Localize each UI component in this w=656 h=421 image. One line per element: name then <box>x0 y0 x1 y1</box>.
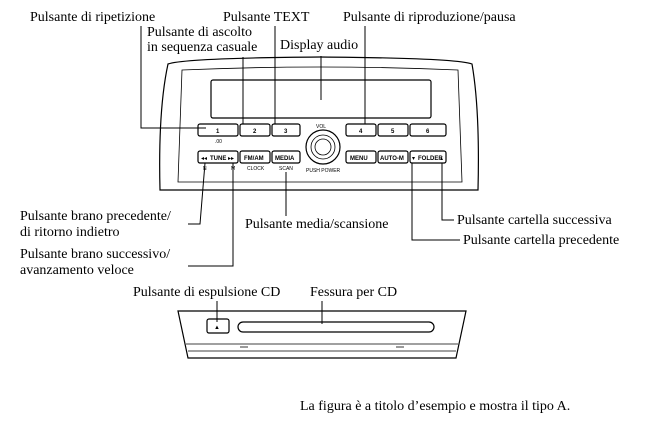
callout-repeat: Pulsante di ripetizione <box>30 10 155 25</box>
callout-next-folder: Pulsante cartella successiva <box>457 213 613 228</box>
preset-button-3-label: 3 <box>284 129 288 135</box>
preset-button-6-label: 6 <box>426 129 430 135</box>
preset-button-4-label: 4 <box>359 129 363 135</box>
menu-button-label: MENU <box>350 156 368 162</box>
preset-button-2-label: 2 <box>253 129 257 135</box>
leader-repeat <box>140 26 206 129</box>
scan-sublabel: SCAN <box>279 166 293 172</box>
callout-media-scan: Pulsante media/scansione <box>245 217 388 232</box>
leader-next-track <box>188 163 234 267</box>
cd-eject-button[interactable] <box>206 318 230 334</box>
tune-right-arrow-icon: ▸▸ <box>228 156 234 162</box>
preset-button-5[interactable] <box>377 123 409 137</box>
cd-unit: ▲ <box>177 310 467 359</box>
media-button[interactable] <box>271 150 301 164</box>
vol-label: VOL <box>316 124 326 130</box>
figure-caption: La figura è a titolo d’esempio e mostra … <box>300 399 570 414</box>
cd-slot[interactable] <box>237 321 435 333</box>
preset-button-4[interactable] <box>345 123 377 137</box>
leader-prev-folder <box>411 163 460 241</box>
tune-left-arrow-icon: ◂◂ <box>201 156 207 162</box>
preset-button-2[interactable] <box>239 123 271 137</box>
tune-button[interactable] <box>197 150 239 164</box>
tune-button-label: TUNE <box>210 156 226 162</box>
folder-up-arrow-icon: ▴ <box>440 156 443 162</box>
callout-next-track-line1: Pulsante brano successivo/ <box>20 247 170 262</box>
media-button-label: MEDIA <box>275 156 295 162</box>
callout-shuffle-line1: Pulsante di ascolto <box>147 25 252 40</box>
leader-prev-track <box>188 162 206 225</box>
callout-cd-slot: Fessura per CD <box>310 285 397 300</box>
preset-button-5-label: 5 <box>391 129 395 135</box>
callout-display: Display audio <box>280 38 358 53</box>
preset-button-1-label: 1 <box>216 129 220 135</box>
volume-knob[interactable]: VOL PUSH POWER <box>305 124 341 174</box>
preset-button-3[interactable] <box>271 123 301 137</box>
clock-sublabel: CLOCK <box>247 166 265 172</box>
callout-prev-track-line1: Pulsante brano precedente/ <box>20 209 171 224</box>
callout-prev-folder: Pulsante cartella precedente <box>463 233 619 248</box>
preset-buttons: 1 .00 2 3 4 5 6 <box>197 123 447 145</box>
callout-cd-eject: Pulsante di espulsione CD <box>133 285 280 300</box>
preset-1-sublabel: .00 <box>215 139 222 145</box>
callout-play-pause: Pulsante di riproduzione/pausa <box>343 10 516 25</box>
preset-button-6[interactable] <box>409 123 447 137</box>
callout-shuffle-line2: in sequenza casuale <box>147 40 257 55</box>
folder-down-arrow-icon: ▾ <box>412 156 415 162</box>
fm-am-button[interactable] <box>239 150 271 164</box>
auto-m-button-label: AUTO-M <box>380 156 404 162</box>
eject-icon: ▲ <box>214 325 220 331</box>
push-power-label: PUSH POWER <box>306 168 341 174</box>
folder-button[interactable] <box>409 150 447 164</box>
auto-m-button[interactable] <box>377 150 409 164</box>
folder-button-label: FOLDER <box>418 156 443 162</box>
callout-text: Pulsante TEXT <box>223 10 310 25</box>
callout-prev-track-line2: di ritorno indietro <box>20 225 120 240</box>
leader-next-folder <box>441 163 454 221</box>
fm-am-button-label: FM/AM <box>244 156 264 162</box>
callout-next-track-line2: avanzamento veloce <box>20 263 134 278</box>
menu-button[interactable] <box>345 150 377 164</box>
preset-button-1[interactable] <box>197 123 239 137</box>
